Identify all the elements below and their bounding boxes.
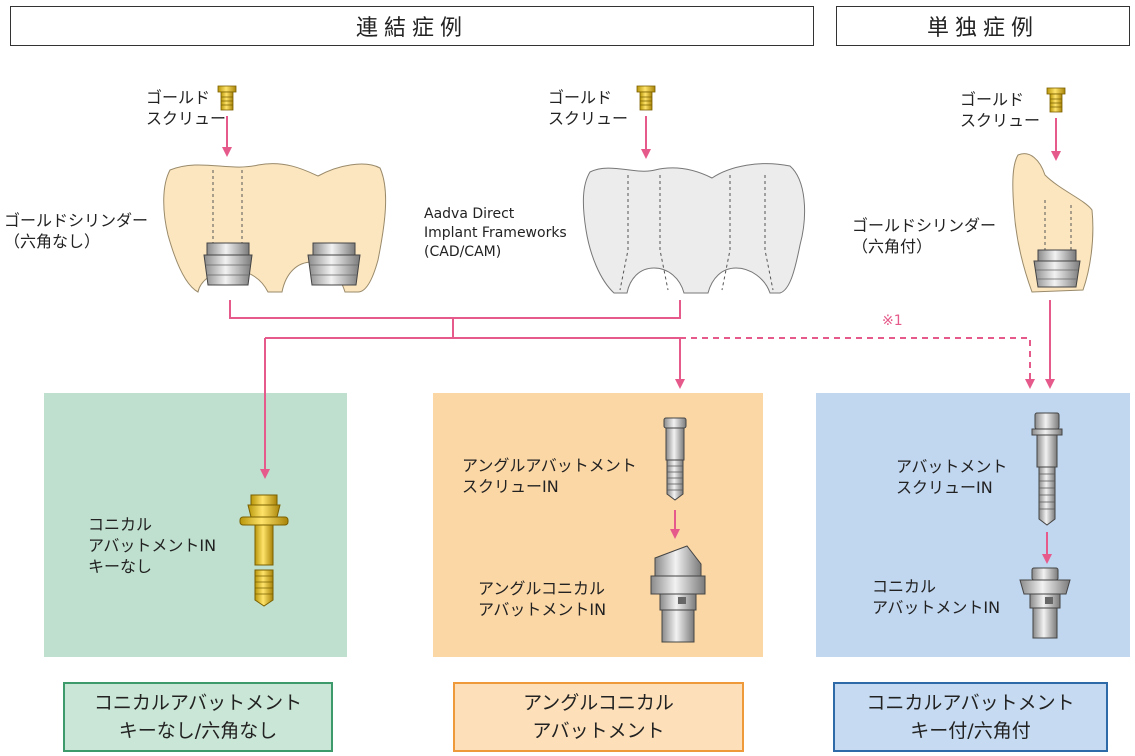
cadcam-framework-illustration [582, 163, 806, 294]
caption-conical-no-key: コニカルアバットメントキーなし/六角なし [63, 682, 333, 752]
gold-screw-icon-3 [1046, 87, 1066, 113]
angle-conical-label: アングルコニカルアバットメントIN [478, 579, 607, 619]
linked-cases-header: 連結症例 [10, 6, 814, 46]
conical-abutment-no-key-illustration [239, 494, 289, 607]
gold-cylinder-hex-label: ゴールドシリンダー（六角付） [852, 216, 997, 256]
gold-screw-label-1: ゴールドスクリュー [146, 88, 227, 128]
orange-panel [433, 393, 763, 657]
gold-screw-label-2: ゴールドスクリュー [548, 88, 629, 128]
linked-cases-title: 連結症例 [355, 16, 468, 41]
green-panel [44, 393, 347, 657]
abutment-screw-label: アバットメントスクリューIN [896, 457, 1008, 497]
gold-screw-label-3: ゴールドスクリュー [960, 90, 1041, 130]
conical-in-label: コニカルアバットメントIN [872, 577, 1001, 617]
note-marker: ※1 [882, 313, 903, 329]
blue-panel [816, 393, 1130, 657]
single-crown-illustration [1012, 153, 1094, 293]
angle-abutment-screw-illustration [663, 417, 687, 501]
single-case-title: 単独症例 [926, 16, 1039, 41]
gold-screw-icon-2 [636, 85, 656, 111]
angle-screw-label: アングルアバットメントスクリューIN [462, 456, 637, 496]
abutment-screw-illustration [1031, 412, 1063, 526]
bridge-crown-illustration [163, 163, 387, 293]
caption-angle-conical: アングルコニカルアバットメント [453, 682, 744, 752]
conical-abutment-in-illustration [1019, 567, 1071, 639]
gold-cylinder-no-hex-label: ゴールドシリンダー（六角なし） [4, 211, 149, 251]
single-case-header: 単独症例 [836, 6, 1130, 46]
gold-screw-icon-1 [217, 85, 237, 111]
angle-conical-abutment-illustration [650, 545, 706, 643]
caption-conical-key-hex: コニカルアバットメントキー付/六角付 [833, 682, 1108, 752]
